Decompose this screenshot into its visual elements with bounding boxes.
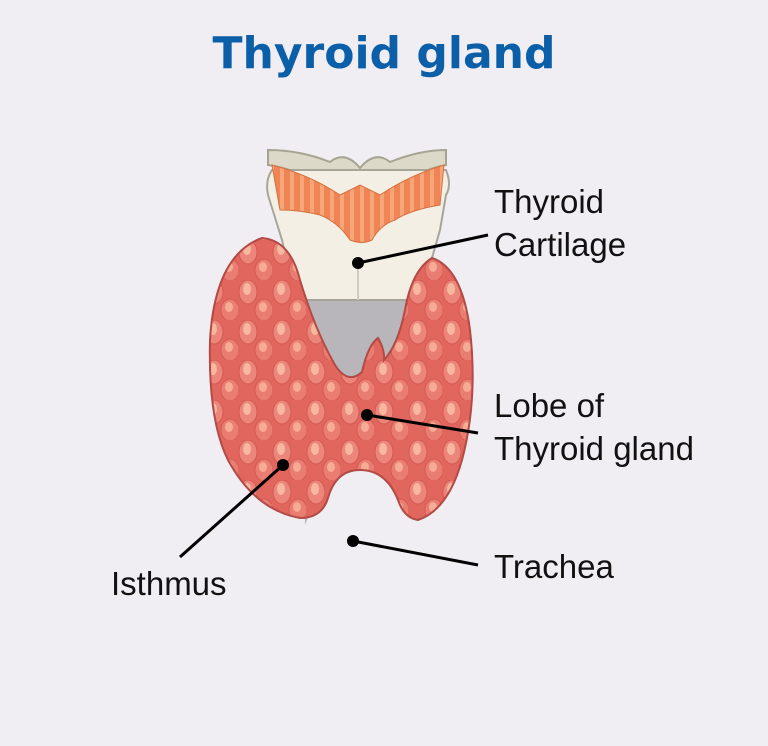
label-lobe: Lobe of Thyroid gland <box>494 384 694 470</box>
cricothyroid-muscle <box>271 164 445 243</box>
label-line: Thyroid <box>494 183 605 220</box>
thyroid-gland <box>208 236 474 522</box>
label-thyroid-cartilage: Thyroid Cartilage <box>494 180 626 266</box>
label-isthmus: Isthmus <box>111 565 227 602</box>
diagram-title: Thyroid gland <box>212 28 556 79</box>
label-line: Lobe of <box>494 387 605 424</box>
label-line: Thyroid gland <box>494 430 694 467</box>
label-line: Cartilage <box>494 226 627 263</box>
label-trachea: Trachea <box>494 548 614 585</box>
